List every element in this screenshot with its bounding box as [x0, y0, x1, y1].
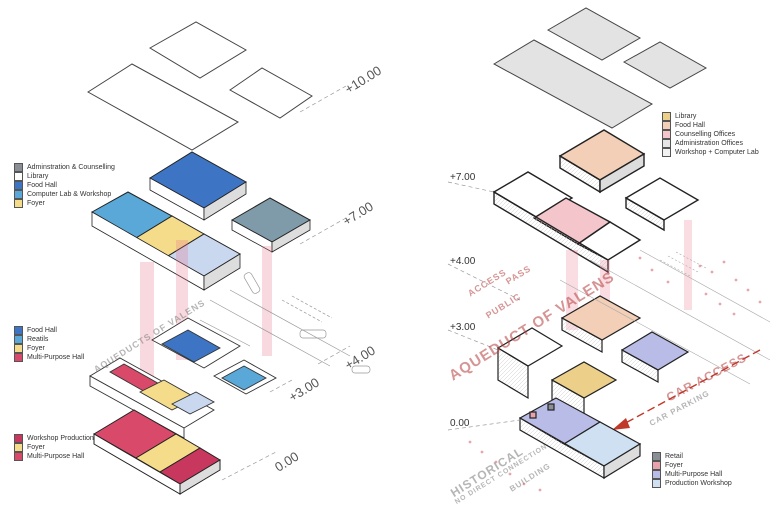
swatch: [14, 163, 23, 172]
swatch: [662, 112, 671, 121]
legend-label: Reatils: [27, 336, 49, 343]
left-level-lines: [221, 85, 351, 481]
legend-item: Reatils: [14, 335, 84, 344]
swatch: [662, 139, 671, 148]
swatch: [652, 479, 661, 488]
swatch: [14, 344, 23, 353]
right-level-3-modules: [496, 295, 690, 430]
legend-item: Production Workshop: [652, 479, 732, 488]
legend-label: Multi-Purpose Hall: [665, 471, 723, 478]
swatch: [662, 148, 671, 157]
right-level-lines: [447, 181, 521, 431]
right-legend-bottom: Retail Foyer Multi-Purpose Hall Producti…: [652, 452, 732, 488]
legend-item: Food Hall: [14, 181, 115, 190]
legend-item: Food Hall: [14, 326, 84, 335]
legend-label: Library: [675, 113, 697, 120]
legend-label: Foyer: [27, 200, 45, 207]
legend-item: Counselling Offices: [662, 130, 759, 139]
right-level-7: +7.00: [450, 172, 476, 183]
left-roof-plates: [87, 21, 313, 151]
swatch: [14, 353, 23, 362]
swatch: [652, 470, 661, 479]
swatch: [662, 121, 671, 130]
swatch: [14, 326, 23, 335]
legend-item: Multi-Purpose Hall: [14, 353, 84, 362]
swatch: [652, 461, 661, 470]
legend-item: Foyer: [14, 443, 94, 452]
left-site-context: [199, 272, 371, 374]
swatch: [14, 434, 23, 443]
legend-item: Multi-Purpose Hall: [14, 452, 94, 461]
legend-label: Administration Offices: [675, 140, 743, 147]
swatch: [14, 190, 23, 199]
right-site-context: [559, 249, 771, 385]
left-legend-top: Adminstration & Counselling Library Food…: [14, 163, 115, 208]
legend-label: Workshop + Computer Lab: [675, 149, 759, 156]
legend-label: Multi-Purpose Hall: [27, 354, 85, 361]
legend-item: Foyer: [14, 199, 115, 208]
legend-item: Adminstration & Counselling: [14, 163, 115, 172]
legend-item: Computer Lab & Workshop: [14, 190, 115, 199]
legend-item: Library: [662, 112, 759, 121]
left-level-7-blocks: [90, 151, 312, 291]
legend-label: Retail: [665, 453, 683, 460]
car-access-arrowhead: [612, 418, 630, 430]
right-level-4: +4.00: [450, 256, 476, 267]
legend-item: Retail: [652, 452, 732, 461]
legend-label: Foyer: [27, 444, 45, 451]
legend-label: Multi-Purpose Hall: [27, 453, 85, 460]
right-legend-top: Library Food Hall Counselling Offices Ad…: [662, 112, 759, 157]
legend-label: Food Hall: [675, 122, 705, 129]
right-people-dots: [468, 256, 762, 492]
swatch: [14, 443, 23, 452]
legend-item: Foyer: [14, 344, 84, 353]
legend-item: Multi-Purpose Hall: [652, 470, 732, 479]
swatch: [662, 130, 671, 139]
swatch: [14, 172, 23, 181]
swatch: [14, 452, 23, 461]
legend-label: Foyer: [665, 462, 683, 469]
left-legend-mid: Food Hall Reatils Foyer Multi-Purpose Ha…: [14, 326, 84, 362]
legend-label: Food Hall: [27, 182, 57, 189]
legend-label: Library: [27, 173, 49, 180]
legend-label: Food Hall: [27, 327, 57, 334]
legend-label: Adminstration & Counselling: [27, 164, 115, 171]
legend-item: Foyer: [652, 461, 732, 470]
swatch: [652, 452, 661, 461]
legend-label: Computer Lab & Workshop: [27, 191, 112, 198]
left-ground-level: [93, 409, 221, 495]
legend-label: Workshop Production: [27, 435, 94, 442]
legend-item: Library: [14, 172, 115, 181]
right-roof-plates: [492, 7, 708, 129]
left-level-3-plates: [89, 317, 277, 439]
left-legend-bottom: Workshop Production Foyer Multi-Purpose …: [14, 434, 94, 461]
legend-item: Food Hall: [662, 121, 759, 130]
right-ground-level: [518, 397, 642, 480]
legend-label: Production Workshop: [665, 480, 732, 487]
swatch: [14, 199, 23, 208]
right-level-3: +3.00: [450, 322, 476, 333]
legend-item: Workshop Production: [14, 434, 94, 443]
legend-item: Administration Offices: [662, 139, 759, 148]
swatch: [14, 335, 23, 344]
right-level-0: 0.00: [450, 418, 470, 429]
legend-label: Foyer: [27, 345, 45, 352]
swatch: [14, 181, 23, 190]
legend-label: Counselling Offices: [675, 131, 736, 138]
car-access-arrow: [619, 349, 761, 427]
legend-item: Workshop + Computer Lab: [662, 148, 759, 157]
right-level-7-modules: [492, 129, 700, 274]
